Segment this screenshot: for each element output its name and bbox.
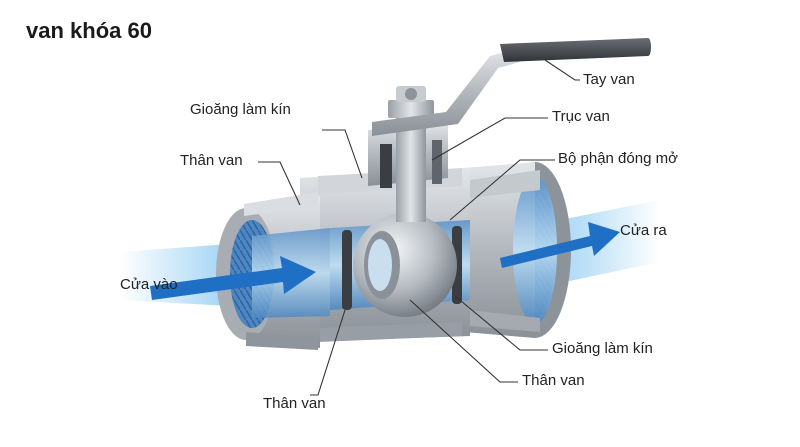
outlet-arrow-icon (500, 222, 620, 268)
label-seal-top: Gioăng làm kín (190, 101, 291, 118)
label-body-left: Thân van (180, 152, 243, 169)
leader-stem (431, 117, 548, 161)
label-handle: Tay van (583, 71, 635, 88)
seal-ring-left (342, 230, 352, 310)
leader-body-left (258, 161, 301, 206)
handle-grip (500, 38, 651, 62)
inlet-arrow-icon (150, 256, 316, 300)
leader-lines (258, 59, 580, 396)
valve-handle (372, 38, 651, 136)
label-body-bottom-right: Thân van (522, 372, 585, 389)
valve-ball (353, 213, 457, 317)
leader-seal-bottom (454, 295, 548, 351)
leader-ball (449, 159, 555, 221)
label-inlet: Cửa vào (120, 276, 178, 293)
valve-body-left-end (216, 192, 330, 350)
label-seal-bottom: Gioăng làm kín (552, 340, 653, 357)
label-body-bottom-left: Thân van (263, 395, 326, 412)
label-outlet: Cửa ra (620, 222, 667, 239)
leader-body-bottom-right (409, 299, 518, 383)
label-ball: Bộ phận đóng mở (558, 150, 678, 167)
leader-body-bottom-left (310, 309, 346, 396)
leader-handle (544, 59, 580, 81)
leader-seal-top (322, 129, 363, 179)
diagram-title: van khóa 60 (26, 18, 152, 43)
label-stem: Trục van (552, 108, 610, 125)
